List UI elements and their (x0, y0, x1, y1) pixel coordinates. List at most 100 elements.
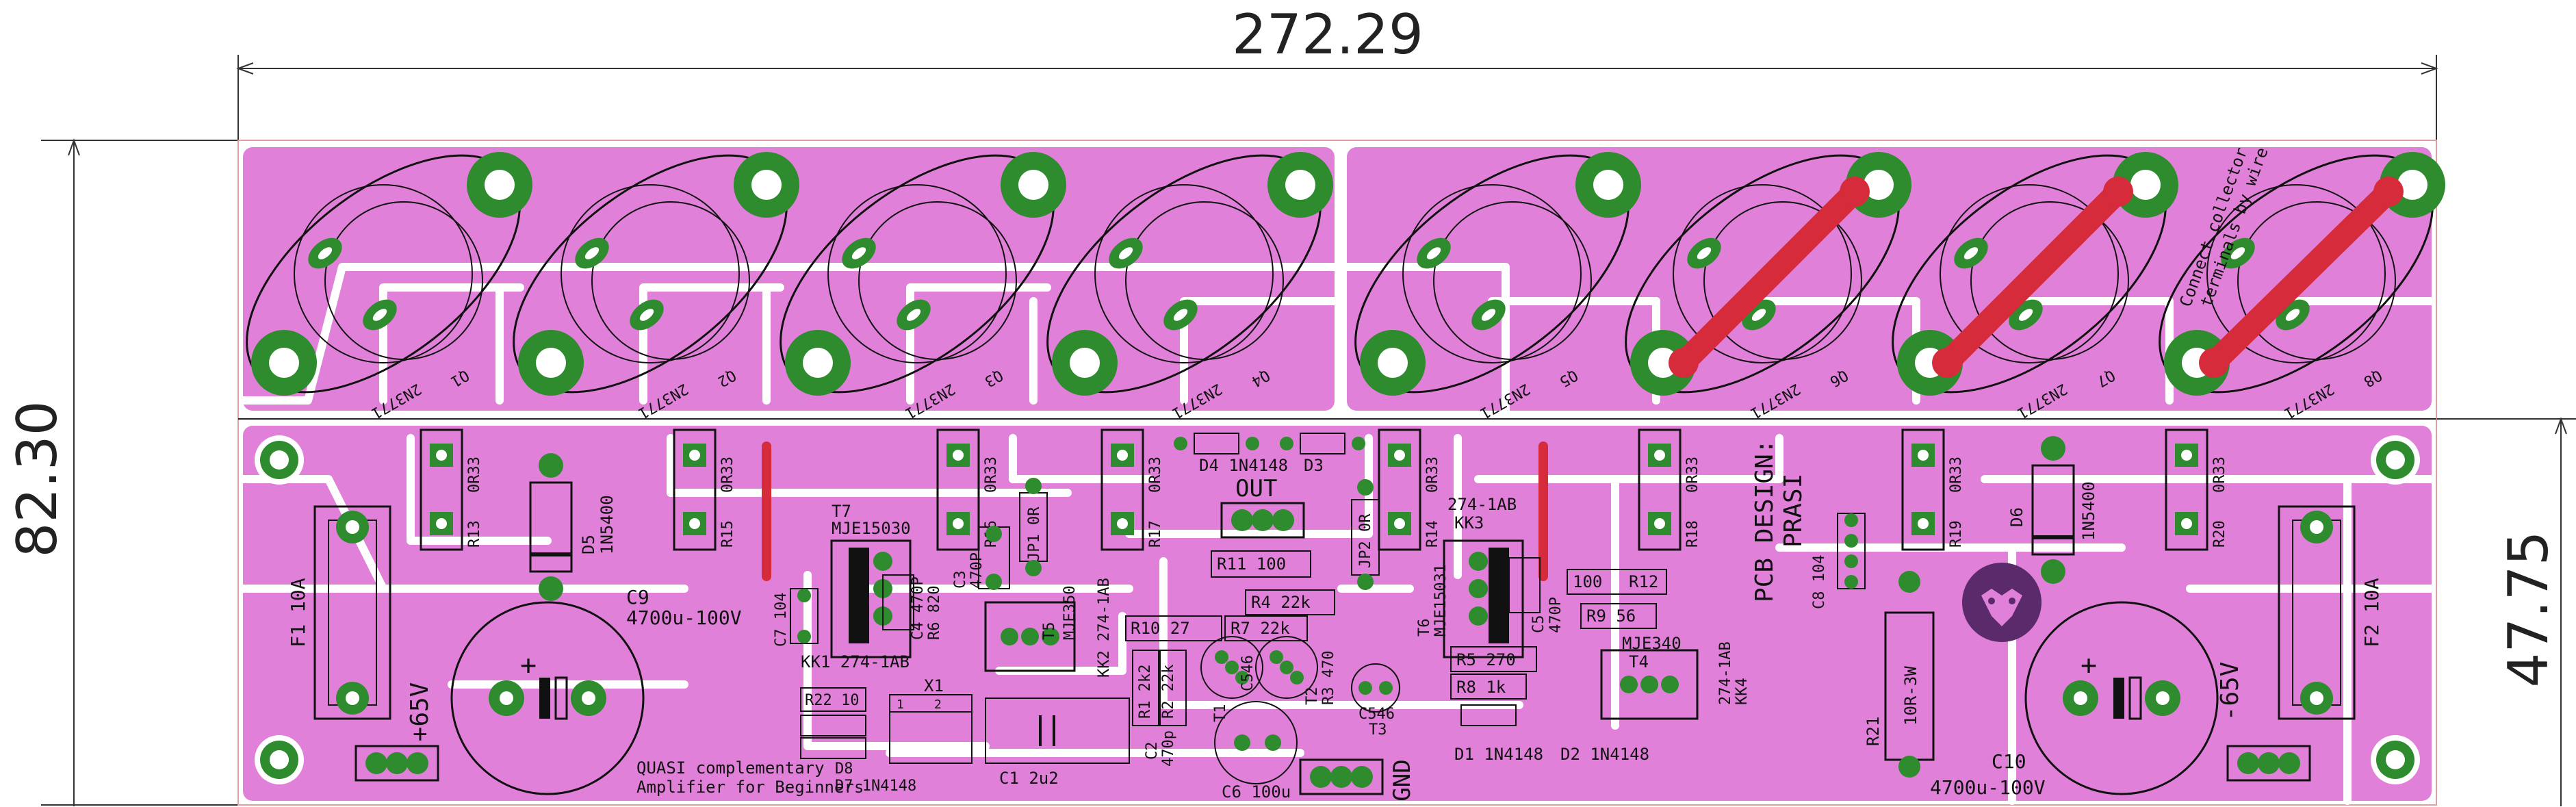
dimension-height-left (41, 138, 238, 806)
kk4a-label: 274-1AB (1717, 641, 1734, 705)
c6-label: C6 100u (1222, 782, 1291, 802)
lion-logo-icon (1962, 563, 2042, 642)
dimension-width (236, 55, 2438, 140)
driver-t7 (830, 539, 912, 658)
t5-part: MJE350 (1061, 586, 1079, 640)
c10-value: 4700u-100V (1930, 776, 2046, 799)
t4-label: T4 (1629, 652, 1649, 671)
quasi-line1: QUASI complementary (636, 758, 825, 778)
resistor-ref-label: R15 (719, 520, 736, 548)
r7-label: R7 22k (1231, 619, 1290, 638)
fuse-f2 (2278, 505, 2356, 720)
r5-label: R5 270 (1456, 650, 1516, 669)
kk3b-label: KK3 (1454, 513, 1484, 533)
d5-label: D5 (579, 535, 598, 554)
r10-label: R10 27 (1131, 619, 1190, 638)
connector-out (1220, 502, 1305, 539)
resistor-ref-label: R19 (1948, 520, 1965, 548)
diode-d1 (1460, 704, 1517, 726)
resistor-r8 (1450, 674, 1527, 700)
resistor-value-label: 0R33 (1684, 457, 1701, 493)
collector-wire-pads (1669, 177, 2404, 378)
jp1-label: JP1 0R (1026, 507, 1043, 561)
c9-label: C9 (626, 586, 649, 609)
connector-x1 (889, 694, 973, 764)
t1-label: T1 (1212, 704, 1229, 723)
r1-label: R1 2k2 (1137, 665, 1154, 719)
capacitor-c9: + (450, 601, 645, 795)
r11-label: R11 100 (1217, 554, 1286, 574)
height-left-label: 82.30 (5, 400, 69, 557)
kk2-label: KK2 274-1AB (1096, 578, 1113, 678)
c4-label: C4 470P (910, 576, 927, 640)
x1-pin1: 1 (897, 697, 904, 712)
resistor-value-label: 0R33 (2211, 457, 2228, 493)
d4-label: D4 1N4148 (1199, 456, 1288, 475)
resistor-r7 (1224, 615, 1308, 641)
r3-label: R3 470 (1320, 651, 1337, 705)
t7-part: MJE15030 (832, 519, 911, 538)
transistor-t2 (1255, 636, 1318, 699)
board-outline (237, 140, 2437, 806)
c5-value: 470P (1547, 597, 1564, 633)
capacitor-c10: + (2024, 601, 2219, 795)
c3-label: C3 (952, 571, 969, 589)
x1-pin2: 2 (934, 697, 942, 712)
f1-label: F1 10A (287, 578, 309, 647)
t5-label: T5 (1041, 622, 1058, 641)
transistor-t1 (1200, 636, 1263, 699)
height-right-label: 47.75 (2497, 530, 2560, 687)
r9-label: R9 56 (1586, 606, 1636, 626)
kk4b-label: KK4 (1734, 678, 1751, 705)
driver-t4 (1600, 649, 1699, 720)
resistor-r5 (1450, 646, 1537, 672)
d1-label: D1 1N4148 (1454, 745, 1543, 764)
d2-label: D2 1N4148 (1560, 745, 1649, 764)
fuse-f1 (313, 505, 391, 720)
r21-value: 10R-3W (1901, 666, 1920, 726)
kk3a-label: 274-1AB (1447, 495, 1517, 514)
capacitor-c1 (985, 697, 1130, 764)
r12-label: R12 (1629, 572, 1658, 591)
resistor-ref-label: R17 (1147, 520, 1164, 548)
resistor-ref-label: R13 (466, 520, 483, 548)
mounting-holes (255, 435, 2420, 784)
r22-label: R22 10 (805, 692, 859, 709)
resistor-r22 (800, 687, 866, 712)
r6-label: R6 820 (926, 586, 943, 640)
capacitor-c6 (1214, 701, 1298, 784)
t6-label: T6 (1416, 619, 1433, 637)
t3-label: T3 (1369, 721, 1387, 739)
connector-gnd (1299, 758, 1384, 795)
dimension-height-right (2436, 417, 2576, 806)
resistor-value-label: 0R33 (719, 457, 736, 493)
resistor-ref-label: R18 (1684, 520, 1701, 548)
kk1-label: KK1 274-1AB (801, 652, 910, 671)
width-label: 272.29 (1232, 3, 1424, 66)
d6-label: D6 (2007, 507, 2026, 527)
resistor-value-label: 0R33 (1147, 457, 1164, 493)
resistor-ref-label: R20 (2211, 520, 2228, 548)
diode-d3 (1280, 433, 1365, 454)
resistor-value-label: 0R33 (983, 457, 1000, 493)
transistor-t3 (1351, 663, 1400, 713)
capacitor-c8 (1837, 513, 1866, 589)
c9-value: 4700u-100V (626, 606, 742, 629)
prasi-label: PRASI (1779, 474, 1807, 548)
gnd-label: GND (1389, 759, 1416, 801)
c2-value: 470p (1160, 730, 1177, 767)
r4-label: R4 22k (1251, 593, 1311, 612)
capacitor-c5 (1508, 557, 1541, 613)
resistors-r1-r2 (1132, 650, 1187, 726)
r21-label: R21 (1864, 717, 1883, 746)
emitter-resistors: 0R33R130R33R150R33R160R33R170R33R140R33R… (420, 428, 2228, 551)
d7-label: D7 1N4148 (835, 778, 916, 795)
d3-label: D3 (1304, 456, 1324, 475)
